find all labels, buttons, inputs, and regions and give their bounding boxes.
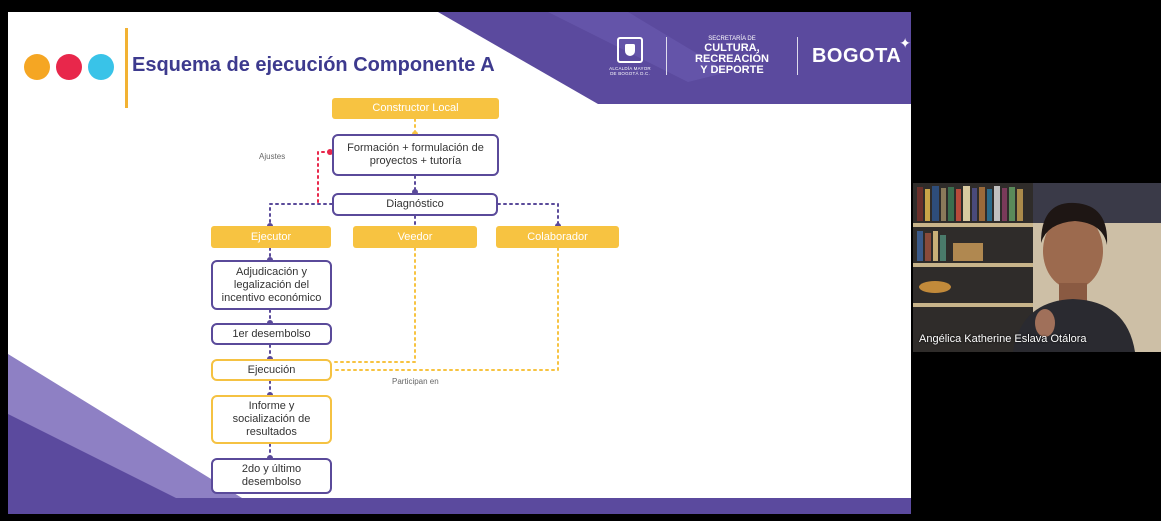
cyan-dot: [88, 54, 114, 80]
step-ejecucion: Ejecución: [211, 359, 332, 381]
diagnostico-box: Diagnóstico: [332, 193, 498, 216]
participan-label: Participan en: [392, 377, 439, 386]
alcaldia-caption: ALCALDÍA MAYOR DE BOGOTÁ D.C.: [609, 65, 651, 76]
video-feed: [913, 183, 1161, 352]
secretaria-main-2: Y DEPORTE: [700, 64, 764, 76]
logo-strip: ALCALDÍA MAYOR DE BOGOTÁ D.C. SECRETARÍA…: [608, 26, 911, 86]
role-ejecutor: Ejecutor: [211, 226, 331, 248]
step-primer-desembolso: 1er desembolso: [211, 323, 332, 345]
footer-band: [8, 498, 911, 514]
decorative-dots: [24, 54, 114, 80]
shield-icon: [617, 36, 643, 63]
title-divider: [125, 28, 128, 108]
ajustes-label: Ajustes: [259, 152, 286, 161]
secretaria-logo: SECRETARÍA DE CULTURA, RECREACIÓN Y DEPO…: [681, 36, 783, 76]
participant-video[interactable]: [913, 183, 1161, 352]
secretaria-small: SECRETARÍA DE: [708, 36, 756, 42]
step-segundo-desembolso: 2do y último desembolso: [211, 458, 332, 494]
orange-dot: [24, 54, 50, 80]
logo-separator: [797, 37, 798, 75]
participant-name-label: Angélica Katherine Eslava Otálora: [919, 333, 1087, 345]
secretaria-main-1: CULTURA, RECREACIÓN: [695, 42, 769, 65]
bogota-wordmark: BOGOTA: [811, 44, 902, 67]
logo-separator: [666, 37, 667, 75]
formacion-box: Formación + formulación de proyectos + t…: [332, 134, 499, 176]
role-veedor: Veedor: [353, 226, 477, 248]
bogota-logo: BOGOTA ✦: [811, 35, 911, 68]
step-informe: Informe y socialización de resultados: [211, 395, 332, 444]
star-icon: ✦: [899, 34, 911, 51]
step-adjudicacion: Adjudicación y legalización del incentiv…: [211, 260, 332, 310]
constructor-local-box: Constructor Local: [332, 98, 499, 119]
alcaldia-logo: ALCALDÍA MAYOR DE BOGOTÁ D.C.: [608, 36, 652, 76]
footer-decoration: [8, 354, 268, 514]
role-colaborador: Colaborador: [496, 226, 619, 248]
slide-title: Esquema de ejecución Componente A: [132, 54, 495, 76]
diagram-connectors: [267, 118, 561, 461]
red-dot: [56, 54, 82, 80]
presentation-slide: Esquema de ejecución Componente A ALCALD…: [8, 12, 911, 514]
